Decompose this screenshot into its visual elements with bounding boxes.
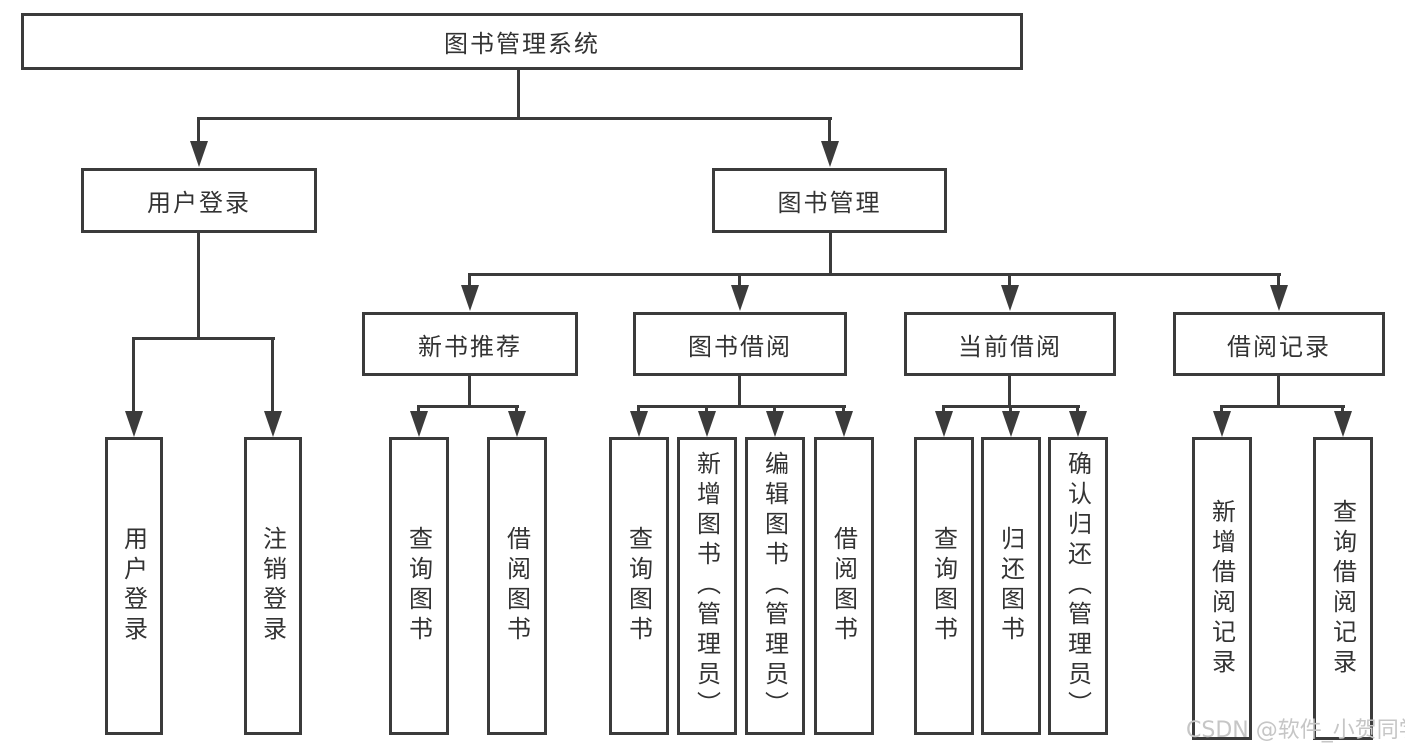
arrow-down-icon	[1213, 411, 1231, 437]
connector-line	[132, 337, 275, 340]
connector-line	[1008, 376, 1011, 405]
leaf-g4-query-borrow-record: 查询借阅记录	[1313, 437, 1373, 740]
arrow-down-icon	[1334, 411, 1352, 437]
connector-line	[1008, 273, 1011, 285]
leaf-g3-confirm-return-admin: 确认归还（管理员）	[1048, 437, 1108, 735]
connector-line	[468, 376, 471, 405]
leaf-g3-query-books: 查询图书	[914, 437, 974, 735]
leaf-g2-query-books: 查询图书	[609, 437, 669, 735]
leaf-g3-return-books: 归还图书	[981, 437, 1041, 735]
connector-line	[942, 405, 945, 413]
leaf-g4-add-borrow-record: 新增借阅记录	[1192, 437, 1252, 740]
leaf-g2-add-books-admin: 新增图书（管理员）	[677, 437, 737, 735]
connector-line	[197, 117, 200, 143]
node-borrow-records: 借阅记录	[1173, 312, 1385, 376]
connector-line	[197, 117, 832, 120]
node-book-mgmt-label: 图书管理	[777, 189, 882, 217]
connector-line	[1341, 405, 1344, 413]
arrow-down-icon	[264, 411, 282, 437]
arrow-down-icon	[1002, 411, 1020, 437]
leaf-logout: 注销登录	[244, 437, 302, 735]
leaf-g2-edit-books-admin-label: 编辑图书（管理员）	[760, 451, 789, 721]
leaf-g2-borrow-books-label: 借阅图书	[829, 526, 858, 646]
node-new-book-recommend: 新书推荐	[362, 312, 578, 376]
leaf-g2-borrow-books: 借阅图书	[814, 437, 874, 735]
leaf-g3-confirm-return-admin-label: 确认归还（管理员）	[1063, 451, 1092, 721]
connector-line	[738, 376, 741, 405]
arrow-down-icon	[821, 141, 839, 167]
arrow-down-icon	[698, 411, 716, 437]
node-book-borrow-label: 图书借阅	[688, 332, 792, 361]
leaf-user-login-label: 用户登录	[119, 526, 148, 646]
connector-line	[417, 405, 420, 413]
leaf-g1-borrow-books-label: 借阅图书	[502, 526, 531, 646]
connector-line	[515, 405, 518, 413]
arrow-down-icon	[125, 411, 143, 437]
arrow-down-icon	[508, 411, 526, 437]
arrow-down-icon	[1069, 411, 1087, 437]
connector-line	[829, 233, 832, 273]
connector-line	[417, 405, 519, 408]
leaf-g1-borrow-books: 借阅图书	[487, 437, 547, 735]
connector-line	[197, 233, 200, 337]
connector-line	[271, 337, 274, 411]
leaf-user-login: 用户登录	[105, 437, 163, 735]
arrow-down-icon	[1270, 285, 1288, 311]
leaf-g1-query-books-label: 查询图书	[404, 526, 433, 646]
leaf-g3-query-books-label: 查询图书	[929, 526, 958, 646]
connector-line	[468, 273, 471, 285]
arrow-down-icon	[935, 411, 953, 437]
connector-line	[738, 273, 741, 285]
leaf-logout-label: 注销登录	[258, 526, 287, 646]
leaf-g1-query-books: 查询图书	[389, 437, 449, 735]
leaf-g4-add-borrow-record-label: 新增借阅记录	[1207, 498, 1236, 679]
connector-line	[842, 405, 845, 413]
node-current-borrow-label: 当前借阅	[958, 332, 1062, 361]
connector-line	[517, 70, 520, 117]
connector-line	[1277, 273, 1280, 285]
leaf-g2-edit-books-admin: 编辑图书（管理员）	[745, 437, 805, 735]
arrow-down-icon	[461, 285, 479, 311]
node-current-borrow: 当前借阅	[904, 312, 1116, 376]
connector-line	[132, 337, 135, 411]
node-new-book-recommend-label: 新书推荐	[418, 332, 522, 361]
connector-line	[468, 273, 1281, 276]
arrow-down-icon	[410, 411, 428, 437]
connector-line	[637, 405, 846, 408]
node-book-borrow: 图书借阅	[633, 312, 847, 376]
arrow-down-icon	[731, 285, 749, 311]
node-library-system: 图书管理系统	[21, 13, 1023, 70]
connector-line	[1009, 405, 1012, 413]
node-user-login: 用户登录	[81, 168, 317, 233]
leaf-g2-add-books-admin-label: 新增图书（管理员）	[692, 451, 721, 721]
node-user-login-label: 用户登录	[147, 189, 251, 217]
leaf-g2-query-books-label: 查询图书	[624, 526, 653, 646]
connector-line	[773, 405, 776, 413]
connector-line	[705, 405, 708, 413]
connector-line	[1076, 405, 1079, 413]
connector-line	[1220, 405, 1223, 413]
arrow-down-icon	[630, 411, 648, 437]
arrow-down-icon	[766, 411, 784, 437]
arrow-down-icon	[1001, 285, 1019, 311]
leaf-g3-return-books-label: 归还图书	[996, 526, 1025, 646]
connector-line	[1220, 405, 1345, 408]
leaf-g4-query-borrow-record-label: 查询借阅记录	[1328, 498, 1357, 679]
node-library-system-label: 图书管理系统	[444, 30, 600, 58]
connector-line	[828, 117, 831, 143]
arrow-down-icon	[190, 141, 208, 167]
connector-line	[637, 405, 640, 413]
node-book-mgmt: 图书管理	[712, 168, 947, 233]
csdn-watermark: CSDN @软件_小贺同学	[1186, 718, 1405, 743]
node-borrow-records-label: 借阅记录	[1227, 332, 1331, 361]
connector-line	[1277, 376, 1280, 405]
arrow-down-icon	[835, 411, 853, 437]
